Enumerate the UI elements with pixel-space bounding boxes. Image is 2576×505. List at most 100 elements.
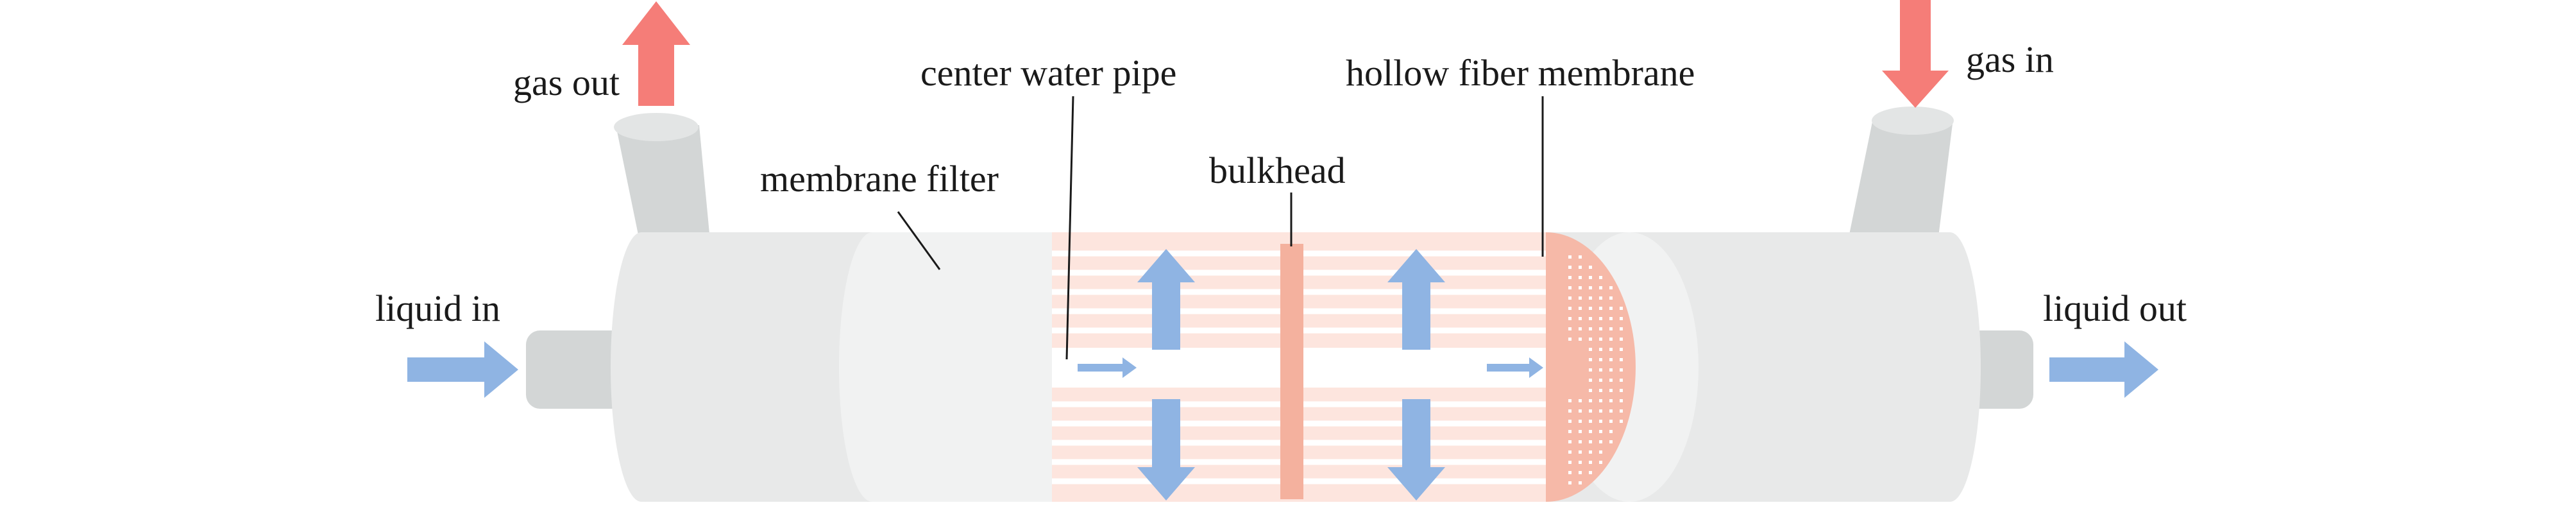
membrane-pore [1620, 307, 1623, 310]
membrane-pores [1568, 255, 1623, 484]
membrane-pore [1609, 440, 1613, 443]
membrane-pore [1568, 409, 1572, 413]
membrane-filter-front [839, 232, 906, 502]
membrane-pore [1599, 327, 1602, 330]
radial-arrow-right-down [1387, 399, 1445, 501]
pipe-flow-arrow-2 [1487, 357, 1543, 378]
membrane-pore [1609, 389, 1613, 392]
membrane-pore [1589, 327, 1592, 330]
membrane-pore [1589, 266, 1592, 269]
membrane-pore [1579, 461, 1582, 464]
membrane-pore [1599, 348, 1602, 351]
label-bulkhead: bulkhead [1209, 150, 1346, 191]
membrane-pore [1589, 307, 1592, 310]
membrane-pore [1579, 409, 1582, 413]
membrane-pore [1589, 368, 1592, 372]
pipe-flow-arrow-1 [1078, 357, 1137, 378]
bulkhead [1280, 244, 1303, 499]
membrane-pore [1579, 317, 1582, 320]
flow-arrows [407, 0, 2158, 501]
membrane-pore [1568, 296, 1572, 300]
label-liquid-in: liquid in [375, 287, 500, 329]
radial-arrow-right-up [1387, 249, 1445, 350]
membrane-pore [1568, 461, 1572, 464]
membrane-pore [1599, 338, 1602, 341]
leader-center-water-pipe [1065, 96, 1074, 360]
membrane-pore [1609, 296, 1613, 300]
label-center-water-pipe: center water pipe [920, 52, 1176, 94]
membrane-pore [1568, 255, 1572, 259]
membrane-pore [1568, 327, 1572, 330]
membrane-pore [1589, 348, 1592, 351]
membrane-pore [1620, 338, 1623, 341]
membrane-pore [1599, 379, 1602, 382]
membrane-pore [1609, 317, 1613, 320]
membrane-pore [1568, 450, 1572, 454]
membrane-pore [1620, 348, 1623, 351]
membrane-pore [1599, 296, 1602, 300]
membrane-pore [1609, 430, 1613, 433]
radial-arrow-left-down [1137, 399, 1195, 501]
membrane-pore [1609, 368, 1613, 372]
membrane-filter [839, 232, 1052, 502]
leader-membrane-filter [897, 211, 941, 270]
membrane-pore [1599, 430, 1602, 433]
membrane-pore [1589, 461, 1592, 464]
membrane-pore [1568, 481, 1572, 484]
membrane-pore [1589, 296, 1592, 300]
membrane-pore [1568, 440, 1572, 443]
membrane-pore [1599, 409, 1602, 413]
membrane-pore [1579, 276, 1582, 279]
membrane-pore [1620, 358, 1623, 361]
membrane-pore [1579, 440, 1582, 443]
membrane-pore [1589, 450, 1592, 454]
label-gas-in: gas in [1966, 39, 2054, 80]
membrane-pore [1568, 286, 1572, 289]
membrane-pore [1599, 317, 1602, 320]
membrane-pore [1609, 409, 1613, 413]
membrane-pore [1599, 276, 1602, 279]
membrane-pore [1579, 327, 1582, 330]
radial-arrow-left-up [1137, 249, 1195, 350]
membrane-pore [1579, 307, 1582, 310]
membrane-pore [1609, 358, 1613, 361]
gas-in-port-top [1872, 107, 1954, 135]
membrane-pore [1620, 368, 1623, 372]
gas-out-port [616, 125, 711, 250]
membrane-pore [1620, 399, 1623, 402]
membrane-pore [1599, 368, 1602, 372]
labels: gas out gas in liquid in liquid out memb… [375, 39, 2187, 329]
membrane-pore [1609, 420, 1613, 423]
housing-left-end [611, 232, 672, 502]
membrane-pore [1609, 286, 1613, 289]
membrane-pore [1579, 255, 1582, 259]
membrane-module [1046, 232, 1572, 502]
membrane-pore [1589, 286, 1592, 289]
membrane-pore [1589, 358, 1592, 361]
membrane-pore [1609, 348, 1613, 351]
membrane-pore [1620, 379, 1623, 382]
membrane-pore [1568, 266, 1572, 269]
membrane-pore [1589, 317, 1592, 320]
membrane-pore [1579, 296, 1582, 300]
membrane-pore [1609, 327, 1613, 330]
module-right-end [1546, 232, 1699, 502]
membrane-pore [1599, 389, 1602, 392]
gas-out-arrow [622, 1, 690, 106]
membrane-pore [1589, 471, 1592, 474]
membrane-pore [1589, 389, 1592, 392]
liquid-in-arrow [407, 341, 518, 398]
membrane-pore [1620, 327, 1623, 330]
gas-in-port [1847, 119, 1953, 247]
membrane-pore [1589, 276, 1592, 279]
membrane-pore [1609, 379, 1613, 382]
membrane-pore [1579, 430, 1582, 433]
leader-lines [897, 96, 1544, 360]
membrane-pore [1599, 286, 1602, 289]
membrane-pore [1589, 440, 1592, 443]
label-hollow-fiber-membrane: hollow fiber membrane [1346, 52, 1695, 94]
membrane-pore [1589, 379, 1592, 382]
liquid-out-arrow [2049, 341, 2158, 398]
label-membrane-filter: membrane filter [760, 158, 999, 200]
